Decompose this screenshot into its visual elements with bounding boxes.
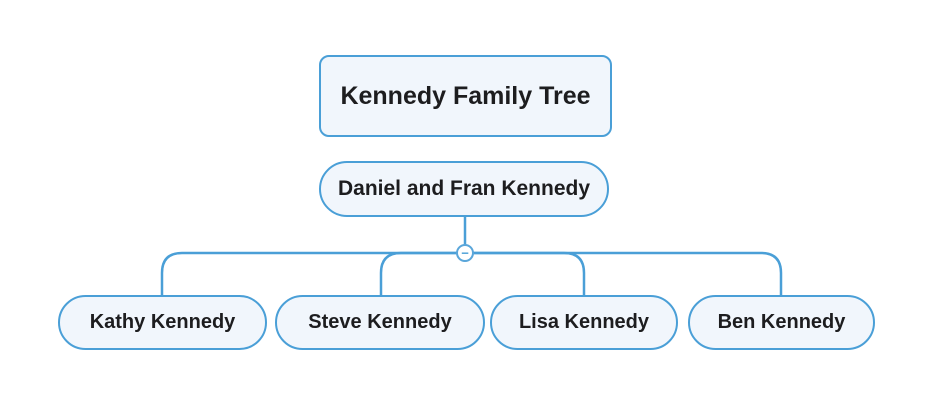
child-node-label: Kathy Kennedy bbox=[89, 311, 236, 333]
child-node-kathy[interactable]: Kathy Kennedy bbox=[58, 295, 267, 350]
child-node-label: Steve Kennedy bbox=[308, 311, 452, 333]
connector-child-2 bbox=[465, 251, 586, 295]
root-node-label: Kennedy Family Tree bbox=[340, 81, 591, 110]
child-node-steve[interactable]: Steve Kennedy bbox=[275, 295, 485, 350]
minus-icon: − bbox=[461, 245, 469, 260]
child-node-ben[interactable]: Ben Kennedy bbox=[688, 295, 875, 350]
connector-child-3 bbox=[465, 251, 783, 295]
parent-node-label: Daniel and Fran Kennedy bbox=[337, 177, 591, 200]
parent-node[interactable]: Daniel and Fran Kennedy bbox=[319, 161, 609, 217]
root-node-title[interactable]: Kennedy Family Tree bbox=[319, 55, 612, 137]
child-node-lisa[interactable]: Lisa Kennedy bbox=[490, 295, 678, 350]
child-node-label: Ben Kennedy bbox=[717, 311, 846, 333]
collapse-toggle-button[interactable]: − bbox=[456, 244, 474, 262]
connector-child-1 bbox=[379, 251, 465, 295]
child-node-label: Lisa Kennedy bbox=[518, 311, 650, 333]
connector-child-0 bbox=[160, 251, 465, 295]
